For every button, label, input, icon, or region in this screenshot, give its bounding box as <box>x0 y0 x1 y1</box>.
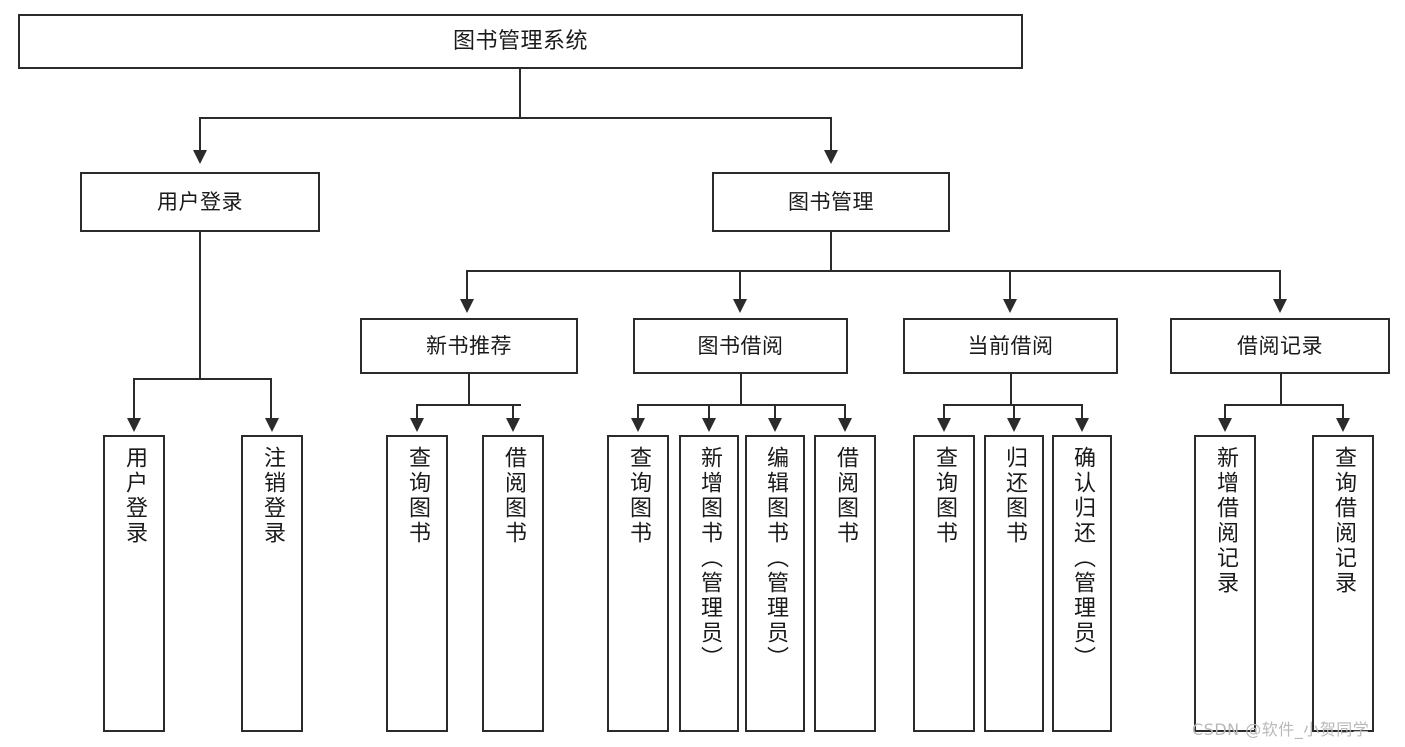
node-borrow-record[interactable]: 借阅记录 <box>1170 318 1390 374</box>
node-label: 用户登录 <box>122 446 147 546</box>
node-new-book-recommend[interactable]: 新书推荐 <box>360 318 578 374</box>
connector-borrow-books-child-4 <box>844 404 846 419</box>
node-label: 查询图书 <box>932 446 957 546</box>
node-label: 新增图书（管理员） <box>697 446 722 671</box>
connector-borrow-record-stem <box>1280 374 1282 404</box>
connector-current-borrow-bus <box>943 404 1082 406</box>
leaf-logout[interactable]: 注销登录 <box>241 435 303 732</box>
arrowhead-leaf-query-book-3 <box>937 418 951 432</box>
arrowhead-leaf-add-book <box>702 418 716 432</box>
node-label: 注销登录 <box>260 446 285 546</box>
connector-borrow-books-child-3 <box>774 404 776 419</box>
leaf-query-book-borrow[interactable]: 查询图书 <box>607 435 669 732</box>
arrowhead-new-books <box>460 299 474 313</box>
arrowhead-leaf-query-record <box>1336 418 1350 432</box>
node-label: 归还图书 <box>1002 446 1027 546</box>
connector-current-borrow-child-3 <box>1081 404 1083 419</box>
connector-new-books-child-1 <box>416 404 418 419</box>
node-label: 借阅图书 <box>833 446 858 546</box>
node-label: 用户登录 <box>157 189 243 214</box>
node-root[interactable]: 图书管理系统 <box>18 14 1023 69</box>
arrowhead-leaf-borrow-book-1 <box>506 418 520 432</box>
leaf-query-book-new[interactable]: 查询图书 <box>386 435 448 732</box>
connector-to-borrow-record <box>1279 270 1281 300</box>
node-label: 查询图书 <box>626 446 651 546</box>
connector-current-borrow-child-1 <box>943 404 945 419</box>
arrowhead-leaf-confirm-return <box>1075 418 1089 432</box>
connector-new-books-bus <box>416 404 521 406</box>
leaf-return-book[interactable]: 归还图书 <box>984 435 1044 732</box>
arrowhead-leaf-query-book-2 <box>631 418 645 432</box>
node-label: 图书管理系统 <box>452 28 588 54</box>
leaf-query-borrow-record[interactable]: 查询借阅记录 <box>1312 435 1374 732</box>
connector-borrow-books-stem <box>740 374 742 404</box>
connector-book-manage-bus <box>466 270 1280 272</box>
arrowhead-leaf-user-login <box>127 418 141 432</box>
arrowhead-book-manage <box>824 150 838 164</box>
arrowhead-borrow-record <box>1273 299 1287 313</box>
node-book-borrow[interactable]: 图书借阅 <box>633 318 848 374</box>
connector-to-borrow-books <box>739 270 741 300</box>
leaf-borrow-book-new[interactable]: 借阅图书 <box>482 435 544 732</box>
connector-new-books-child-2 <box>512 404 514 419</box>
connector-new-books-stem <box>468 374 470 404</box>
leaf-edit-book-admin[interactable]: 编辑图书（管理员） <box>745 435 805 732</box>
connector-borrow-books-bus <box>637 404 845 406</box>
arrowhead-leaf-logout <box>265 418 279 432</box>
node-book-management[interactable]: 图书管理 <box>712 172 950 232</box>
node-label: 查询借阅记录 <box>1331 446 1356 596</box>
arrowhead-leaf-borrow-book-2 <box>838 418 852 432</box>
connector-book-manage-stem <box>830 232 832 270</box>
connector-user-login-bus <box>133 378 271 380</box>
node-label: 新增借阅记录 <box>1213 446 1238 596</box>
arrowhead-leaf-return-book <box>1007 418 1021 432</box>
connector-user-login-child-1 <box>133 378 135 419</box>
arrowhead-current-borrow <box>1003 299 1017 313</box>
node-user-login[interactable]: 用户登录 <box>80 172 320 232</box>
connector-current-borrow-stem <box>1010 374 1012 404</box>
connector-borrow-books-child-2 <box>708 404 710 419</box>
connector-user-login-child-2 <box>270 378 272 419</box>
node-label: 图书借阅 <box>697 333 784 358</box>
connector-to-book-manage <box>830 117 832 151</box>
connector-root-bus <box>199 117 831 119</box>
node-label: 确认归还（管理员） <box>1070 446 1095 671</box>
connector-to-current-borrow <box>1009 270 1011 300</box>
connector-borrow-books-child-1 <box>637 404 639 419</box>
connector-borrow-record-child-1 <box>1224 404 1226 419</box>
node-label: 编辑图书（管理员） <box>763 446 788 671</box>
node-label: 借阅图书 <box>501 446 526 546</box>
connector-to-user-login <box>199 117 201 151</box>
node-label: 当前借阅 <box>967 333 1054 358</box>
arrowhead-leaf-query-book-1 <box>410 418 424 432</box>
connector-user-login-stem <box>199 232 201 378</box>
leaf-borrow-book[interactable]: 借阅图书 <box>814 435 876 732</box>
connector-borrow-record-bus <box>1224 404 1344 406</box>
connector-to-new-books <box>466 270 468 300</box>
arrowhead-borrow-books <box>733 299 747 313</box>
node-label: 借阅记录 <box>1237 333 1323 358</box>
arrowhead-leaf-edit-book <box>768 418 782 432</box>
csdn-watermark: CSDN @软件_小贺同学 <box>1192 720 1370 739</box>
connector-root-stem <box>519 69 521 117</box>
node-label: 新书推荐 <box>426 333 512 358</box>
leaf-confirm-return-admin[interactable]: 确认归还（管理员） <box>1052 435 1112 732</box>
node-current-borrow[interactable]: 当前借阅 <box>903 318 1118 374</box>
leaf-query-book-current[interactable]: 查询图书 <box>913 435 975 732</box>
connector-current-borrow-child-2 <box>1013 404 1015 419</box>
node-label: 查询图书 <box>405 446 430 546</box>
leaf-add-book-admin[interactable]: 新增图书（管理员） <box>679 435 739 732</box>
leaf-user-login[interactable]: 用户登录 <box>103 435 165 732</box>
arrowhead-leaf-add-record <box>1218 418 1232 432</box>
arrowhead-user-login <box>193 150 207 164</box>
node-label: 图书管理 <box>788 189 874 214</box>
leaf-add-borrow-record[interactable]: 新增借阅记录 <box>1194 435 1256 732</box>
connector-borrow-record-child-2 <box>1342 404 1344 419</box>
